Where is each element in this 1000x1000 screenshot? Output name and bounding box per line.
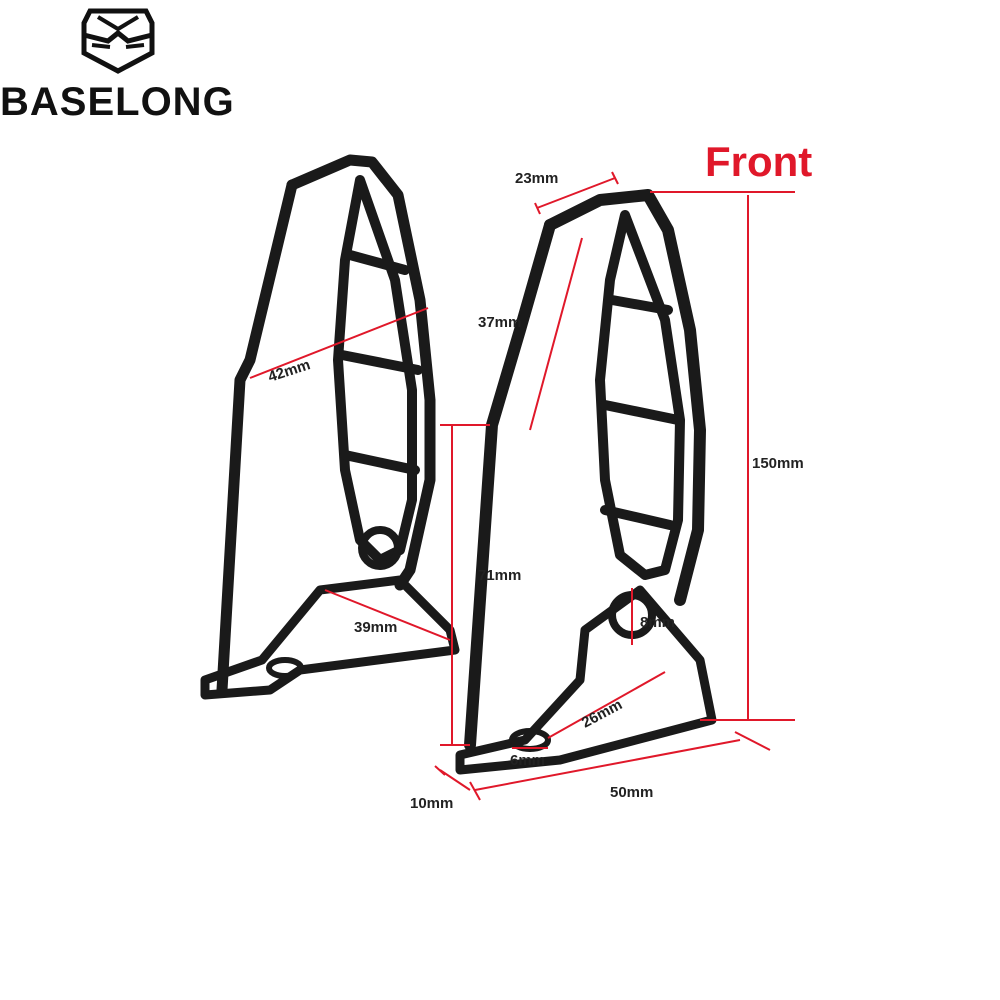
left-bracket	[200, 154, 460, 700]
dim-base-length: 50mm	[610, 784, 653, 801]
dim-hole: 8mm	[640, 614, 675, 631]
dim-upper-side: 37mm	[478, 314, 521, 331]
brand-logo	[78, 5, 158, 75]
right-bracket	[455, 189, 717, 775]
dim-lower-side: 71mm	[478, 567, 521, 584]
dimension-lines	[249, 171, 795, 801]
dim-inner-base: 26mm	[579, 696, 625, 731]
dim-left-base: 39mm	[354, 619, 397, 636]
front-label: Front	[705, 138, 813, 185]
dim-left-width: 42mm	[266, 356, 312, 386]
brand-name: BASELONG	[0, 80, 235, 124]
dim-height: 150mm	[752, 455, 804, 472]
dim-top-width: 23mm	[515, 170, 558, 187]
dim-small-hole: 6mm	[510, 752, 545, 769]
dim-thickness: 10mm	[410, 795, 453, 812]
shield-mask-logo-icon	[81, 8, 155, 74]
